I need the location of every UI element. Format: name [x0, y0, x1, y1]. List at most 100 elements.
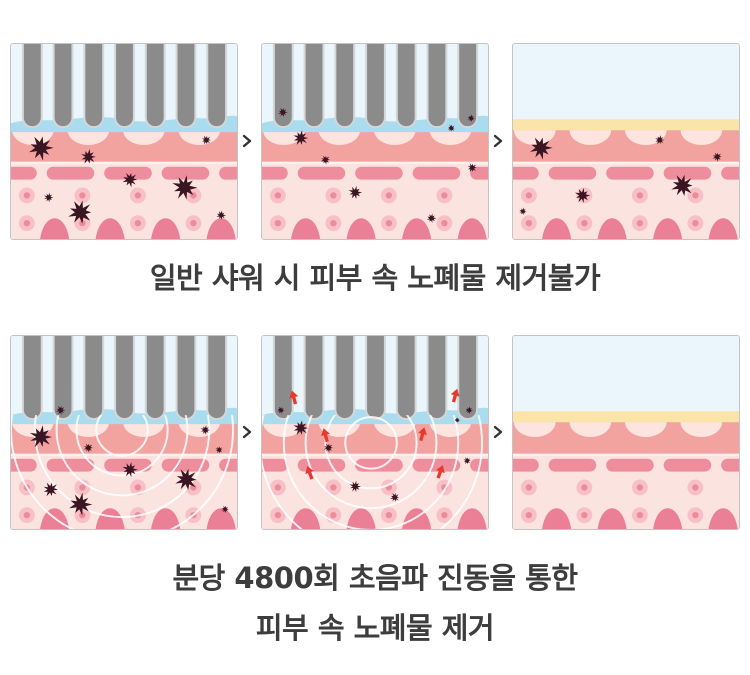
skin-hump	[95, 508, 125, 529]
skin-hump	[708, 508, 738, 529]
shower-stream	[21, 44, 228, 129]
skin-cross-section	[262, 336, 488, 529]
skin-divider	[262, 161, 488, 164]
impurity-particle	[454, 417, 461, 423]
skin-divider	[513, 161, 739, 164]
vibration-ring	[282, 415, 460, 529]
arrow-shape	[305, 466, 314, 480]
impurity-particle	[216, 210, 227, 220]
impurity-particle	[348, 185, 363, 200]
cell-bump	[11, 130, 54, 145]
cell-nucleus	[441, 219, 448, 227]
impurity-particle	[293, 420, 309, 435]
skin-cross-section	[513, 336, 739, 529]
impurity-particle	[81, 149, 96, 164]
skin-bar	[219, 166, 237, 180]
cell-nucleus	[581, 511, 588, 519]
skin-bar	[548, 458, 597, 472]
water-jet	[365, 336, 386, 421]
impurity-particle	[122, 172, 138, 188]
impurity-particle	[215, 446, 223, 454]
impurity-particle	[574, 187, 591, 203]
chevron-right-icon	[493, 425, 503, 439]
skin-hump	[291, 508, 321, 529]
skin-hump	[653, 508, 683, 529]
cell-nucleus	[692, 511, 699, 519]
skin-divider	[262, 453, 488, 456]
impurity-particle	[172, 175, 198, 200]
skin-hump	[40, 218, 70, 239]
skin-hump	[206, 218, 236, 239]
cell-nucleus	[79, 484, 86, 491]
cell-nucleus	[330, 219, 337, 227]
cell-bump	[262, 130, 305, 145]
vibration-rings	[262, 415, 484, 529]
cell-bump	[569, 422, 612, 437]
vibration-ring	[11, 415, 234, 529]
water-jet	[175, 336, 197, 421]
caption-line-1: 분당 4800회 초음파 진동을 통한	[172, 561, 578, 595]
cell-nucleus	[190, 484, 197, 491]
caption-line: 일반 샤워 시 피부 속 노폐물 제거불가	[149, 261, 601, 295]
impurity-particle	[201, 135, 211, 145]
skin-bar	[297, 166, 346, 180]
water-jet	[21, 336, 43, 421]
water-jet	[114, 336, 135, 421]
cell-bump	[625, 422, 667, 437]
rising-arrow-icon	[321, 428, 330, 443]
skin-bar	[46, 458, 95, 472]
cell-nucleus	[134, 484, 142, 491]
cell-nucleus	[385, 219, 393, 227]
impurity-particle	[519, 207, 527, 216]
skin-bar	[262, 166, 288, 180]
skin-bar	[11, 166, 37, 180]
water-jet	[272, 336, 294, 421]
cell-nucleus	[581, 219, 588, 227]
water-jet	[334, 44, 356, 129]
impurity-particle	[200, 425, 211, 435]
skin-hump	[346, 508, 376, 529]
water-jet	[365, 44, 386, 129]
skin-bar	[513, 166, 539, 180]
water-jet	[21, 44, 43, 129]
cell-bump	[67, 130, 110, 145]
water-jet	[175, 44, 197, 129]
cell-bump	[178, 130, 221, 145]
cell-nucleus	[79, 192, 86, 199]
skin-hump	[151, 218, 181, 239]
skin-hump	[597, 508, 627, 529]
vibration-ring	[262, 415, 484, 529]
skin-cross-section	[11, 44, 237, 239]
chevron-right-icon	[242, 425, 252, 439]
skin-bar	[412, 458, 461, 472]
cell-bump	[374, 422, 416, 437]
skin-hump	[95, 218, 125, 239]
cell-bump	[429, 422, 472, 437]
impurity-particle	[293, 130, 309, 145]
skin-hump	[346, 218, 376, 239]
skin-cross-section	[262, 44, 488, 239]
impurity-particle	[122, 462, 138, 478]
cell-nucleus	[274, 219, 282, 227]
impurity-particle	[712, 152, 722, 162]
vibration-ring	[304, 415, 438, 510]
cell-nucleus	[134, 192, 142, 199]
cell-bump	[429, 130, 472, 145]
impurity-particle	[221, 505, 230, 514]
water-jet	[426, 336, 448, 421]
impurity-particle	[175, 468, 197, 491]
water-jet	[303, 336, 325, 421]
skin-hump	[457, 508, 487, 529]
impurity-particle	[463, 457, 471, 465]
water-jet	[426, 44, 448, 129]
panel-ultrasonic-impurities-rising	[261, 335, 489, 530]
skin-hump	[206, 508, 236, 529]
cell-nucleus	[274, 484, 282, 491]
skin-hump	[597, 218, 627, 239]
sebum-layer	[513, 119, 739, 131]
rising-arrow-icon	[450, 388, 460, 403]
skin-divider	[513, 453, 739, 456]
skin-bar	[606, 458, 654, 472]
cell-nucleus	[525, 511, 533, 519]
chevron-right-icon	[242, 134, 252, 148]
